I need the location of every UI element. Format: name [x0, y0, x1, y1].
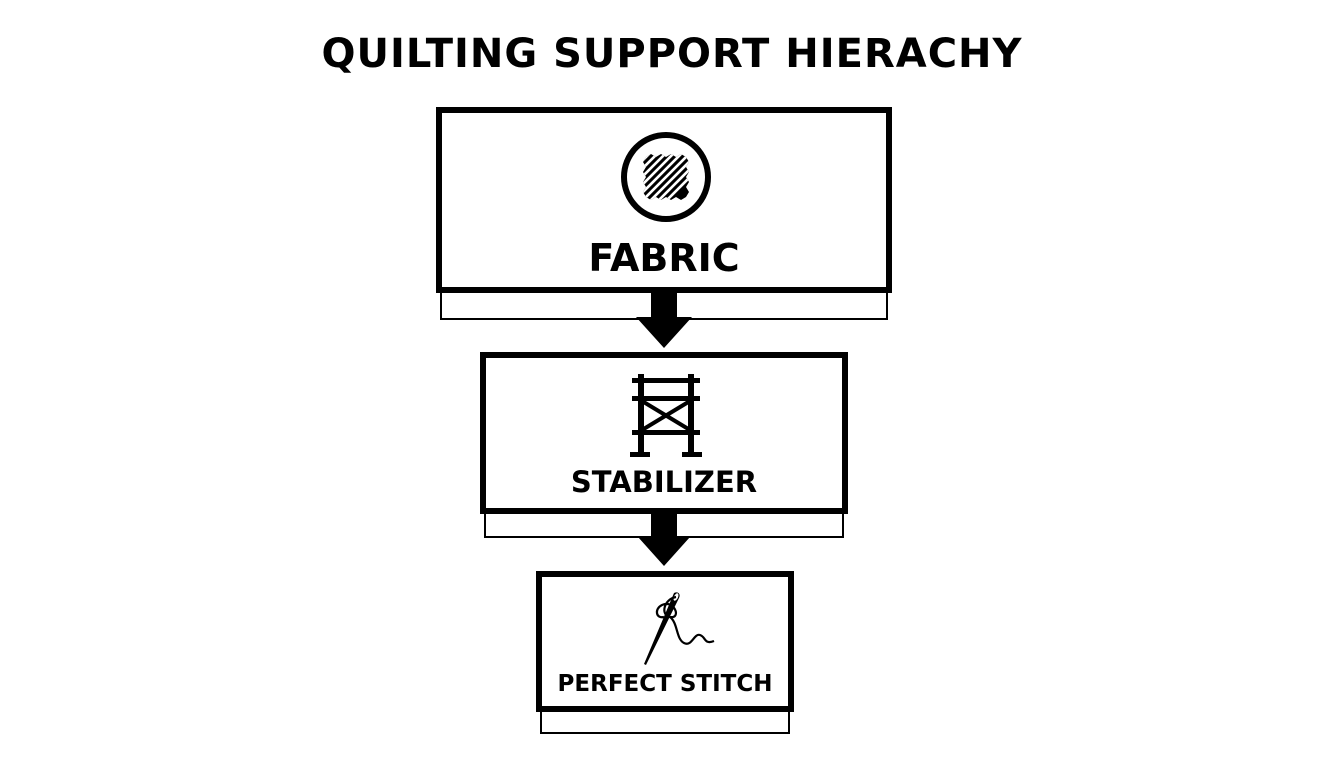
diagram-title: QUILTING SUPPORT HIERACHY	[321, 31, 1023, 77]
fabric-label: FABRIC	[588, 236, 740, 280]
stabilizer-box: STABILIZER	[480, 352, 848, 514]
perfect-stitch-box: PERFECT STITCH	[536, 571, 794, 712]
down-arrow-1	[636, 292, 692, 348]
perfect-stitch-label: PERFECT STITCH	[557, 671, 773, 697]
needle-thread-icon	[644, 592, 715, 665]
fabric-box: FABRIC	[436, 107, 892, 293]
down-arrow-2	[638, 512, 690, 566]
fabric-swatch-icon	[621, 132, 711, 222]
stabilizer-label: STABILIZER	[570, 465, 758, 499]
scaffold-icon	[630, 374, 702, 457]
